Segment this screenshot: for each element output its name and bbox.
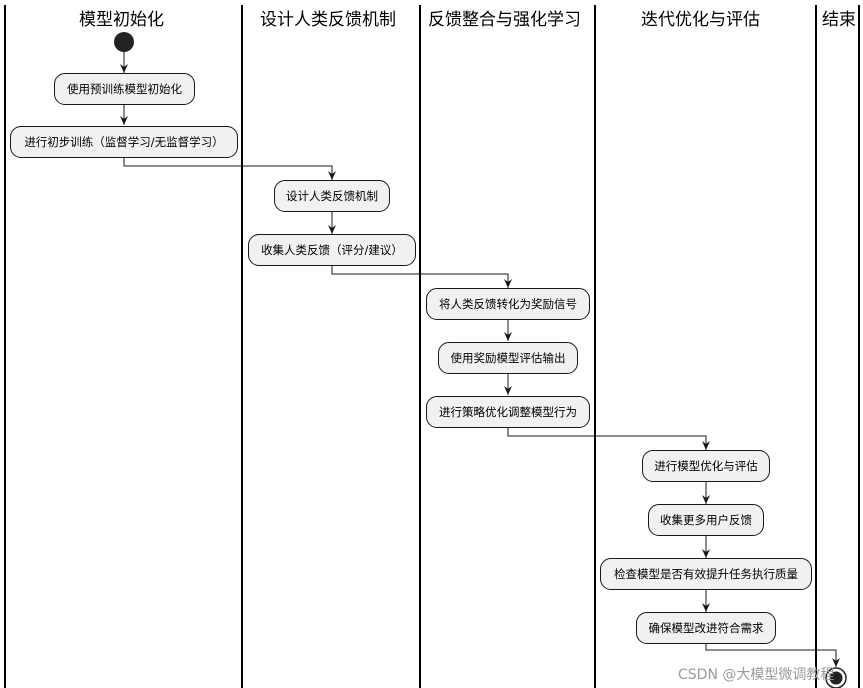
activity-initial-training: 进行初步训练（监督学习/无监督学习） [10, 126, 238, 158]
activity-collect-feedback: 收集人类反馈（评分/建议） [248, 234, 416, 266]
activity-check-quality: 检查模型是否有效提升任务执行质量 [600, 558, 812, 590]
end-node-icon [825, 667, 847, 688]
lane-divider [594, 5, 596, 688]
start-node-icon [114, 32, 134, 52]
edge-pretrain-to-design [123, 158, 336, 180]
activity-collect-more-feedback: 收集更多用户反馈 [648, 504, 764, 536]
activity-feedback-to-reward: 将人类反馈转化为奖励信号 [426, 288, 590, 320]
activity-pretrained-init: 使用预训练模型初始化 [54, 73, 195, 105]
lane-divider [241, 5, 243, 688]
watermark-text: CSDN @大模型微调教程 [678, 667, 835, 683]
activity-ensure-requirements: 确保模型改进符合需求 [636, 612, 776, 644]
activity-model-optimize-eval: 进行模型优化与评估 [642, 450, 770, 482]
lane-divider [4, 5, 6, 688]
lane-title-iterate-eval: 迭代优化与评估 [641, 10, 760, 30]
edge-policy-to-optimize [507, 428, 710, 450]
lane-divider [815, 5, 817, 688]
activity-design-feedback: 设计人类反馈机制 [274, 180, 390, 212]
activity-reward-model-eval: 使用奖励模型评估输出 [438, 342, 578, 374]
edge-collect-to-reward [331, 266, 512, 288]
lane-divider [419, 5, 421, 688]
activity-policy-optimization: 进行策略优化调整模型行为 [426, 396, 590, 428]
lane-divider [858, 5, 860, 688]
edge-ensure-to-end [705, 644, 840, 667]
lane-title-end: 结束 [822, 10, 856, 30]
lane-title-feedback-rl: 反馈整合与强化学习 [428, 10, 581, 30]
lane-title-model-init: 模型初始化 [79, 10, 164, 30]
lane-title-feedback-design: 设计人类反馈机制 [260, 10, 396, 30]
